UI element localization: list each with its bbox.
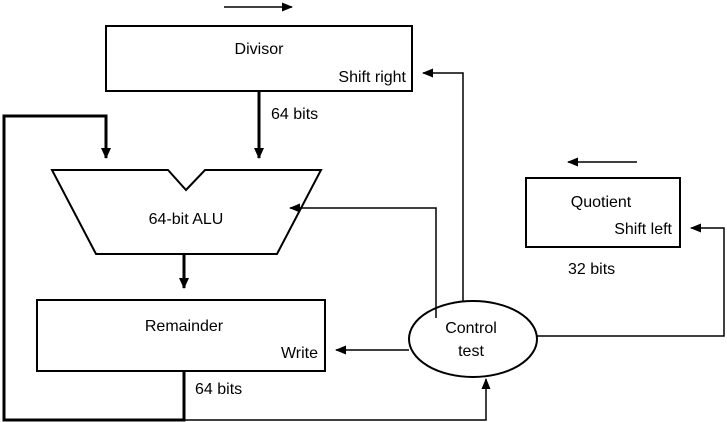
alu: 64-bit ALU — [50, 169, 323, 255]
remainder-to-control-arrow — [184, 378, 491, 421]
divisor-control-label: Shift right — [338, 69, 406, 86]
divisor-register: Divisor Shift right — [105, 25, 413, 92]
remainder-feedback-to-alu-arrow — [2, 114, 186, 422]
remainder-label: Remainder — [145, 318, 224, 335]
control-test: Control test — [408, 300, 538, 378]
alu-label: 64-bit ALU — [149, 211, 224, 228]
control-to-alu-arrow — [289, 203, 437, 318]
control-to-divisor-arrow — [422, 68, 464, 301]
remainder-width-label: 64 bits — [195, 381, 242, 398]
control-to-quotient-arrow — [537, 223, 725, 337]
quotient-register: Quotient Shift left — [525, 177, 681, 248]
quotient-label: Quotient — [571, 194, 632, 211]
remainder-control-label: Write — [281, 345, 318, 362]
divisor-label: Divisor — [235, 41, 285, 58]
quotient-control-label: Shift left — [614, 221, 672, 238]
control-label-line1: Control — [445, 320, 497, 337]
divisor-width-label: 64 bits — [271, 106, 318, 123]
control-label-line2: test — [458, 343, 484, 360]
remainder-register: Remainder Write — [36, 299, 326, 372]
quotient-width-label: 32 bits — [568, 261, 615, 278]
